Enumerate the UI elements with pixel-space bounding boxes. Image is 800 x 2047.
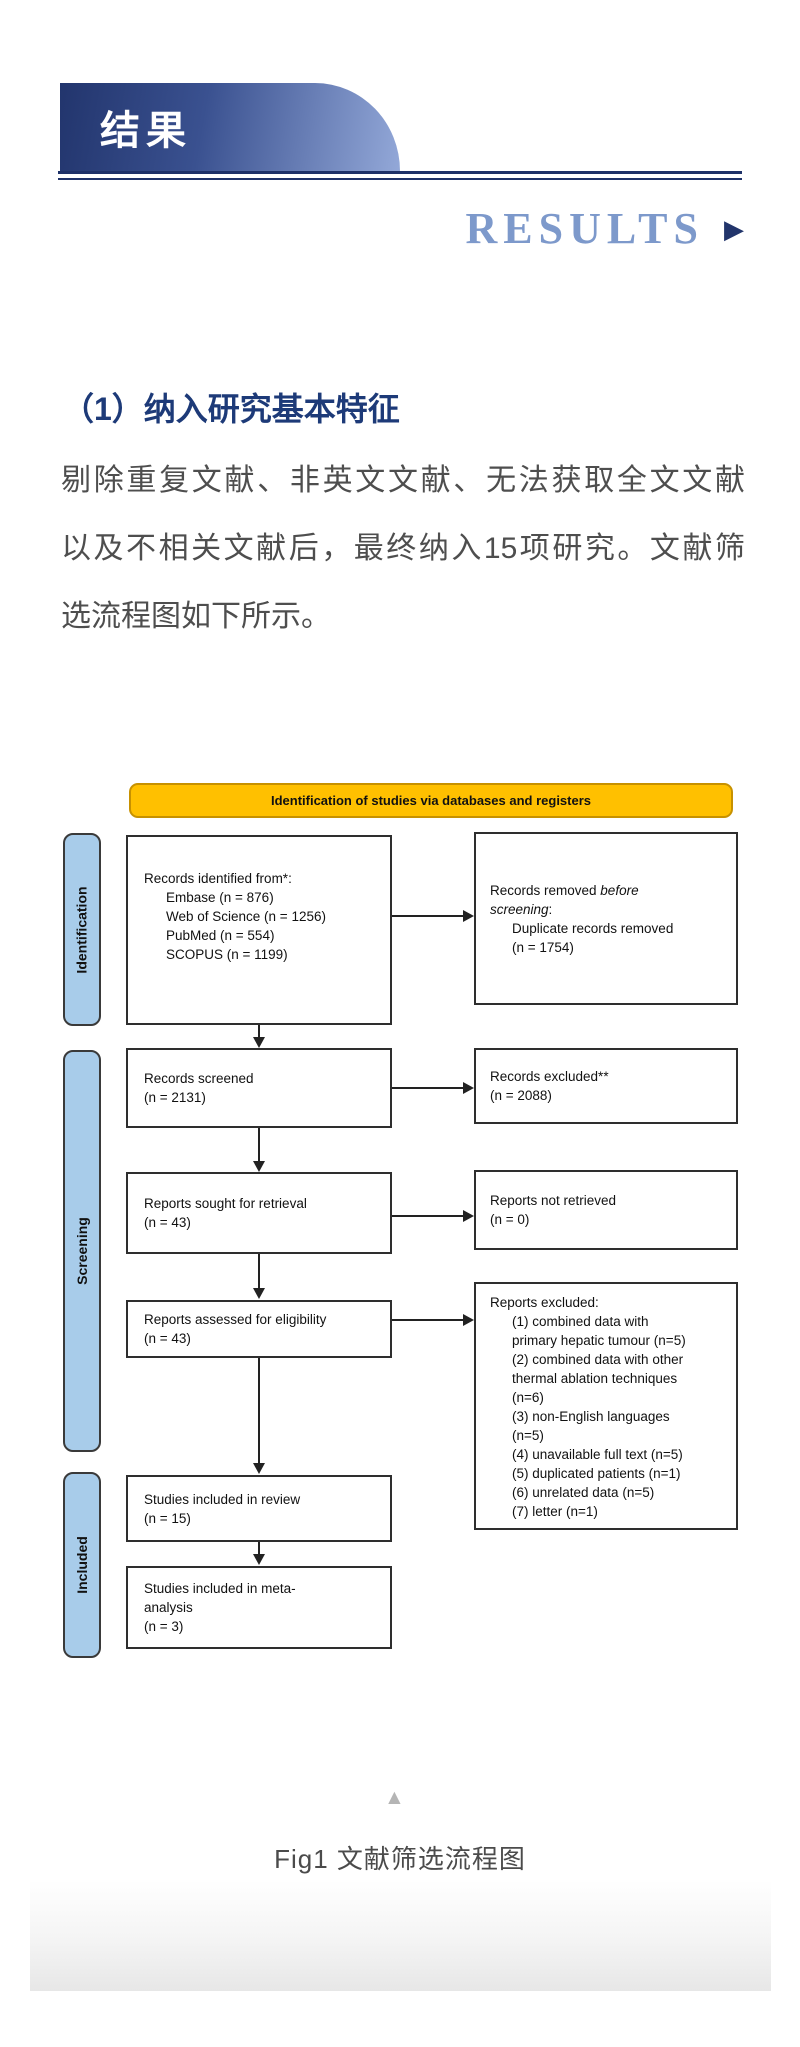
box-records-identified: Records identified from*: Embase (n = 87… (126, 835, 392, 1025)
arrow-identified-to-removed (392, 915, 463, 917)
arrowhead-icon (463, 1314, 474, 1326)
arrowhead-icon (253, 1463, 265, 1474)
arrow-review-to-meta (258, 1542, 260, 1555)
box-included-review: Studies included in review (n = 15) (126, 1475, 392, 1542)
box-reports-excluded: Reports excluded: (1) combined data with… (474, 1282, 738, 1530)
box-line: Studies included in review (144, 1491, 301, 1507)
box-line: Records excluded** (490, 1069, 609, 1084)
arrowhead-icon (463, 910, 474, 922)
paragraph-line: 选流程图如下所示。 (61, 600, 331, 633)
box-line: (n = 2088) (490, 1088, 552, 1103)
box-line: Records identified from*: (144, 871, 292, 886)
paragraph-line: 以及不相关文献后，最终纳入15项研究。文献筛 (61, 532, 745, 565)
box-line: (3) non-English languages (512, 1409, 670, 1424)
arrowhead-icon (463, 1210, 474, 1222)
box-line: Duplicate records removed (512, 920, 674, 936)
section-badge: 结果 (60, 83, 400, 171)
box-line: (4) unavailable full text (n=5) (512, 1447, 683, 1462)
box-records-excluded: Records excluded** (n = 2088) (474, 1048, 738, 1124)
box-records-removed: Records removed before screening: Duplic… (474, 832, 738, 1005)
stage-screening-label: Screening (74, 1217, 91, 1285)
box-line: (n = 0) (490, 1212, 530, 1227)
box-reports-assessed: Reports assessed for eligibility (n = 43… (126, 1300, 392, 1358)
box-line: (n = 15) (144, 1510, 191, 1526)
results-title-row: RESULTS ▶ (0, 203, 745, 254)
box-line: (7) letter (n=1) (512, 1504, 598, 1519)
box-line: (n = 2131) (144, 1090, 206, 1105)
section-divider-gradient (30, 1880, 771, 1991)
box-line: Records screened (144, 1071, 254, 1086)
arrow-assessed-to-excluded (392, 1319, 463, 1321)
box-line: thermal ablation techniques (512, 1371, 678, 1386)
box-line: Studies included in meta- (144, 1581, 296, 1596)
box-line: (n = 1754) (512, 939, 574, 955)
arrow-identified-to-screened (258, 1025, 260, 1038)
flowchart-banner: Identification of studies via databases … (129, 783, 733, 818)
stage-identification: Identification (63, 833, 101, 1026)
box-line: (n = 43) (144, 1331, 191, 1346)
box-line: (5) duplicated patients (n=1) (512, 1466, 681, 1481)
box-line: (n = 3) (144, 1619, 184, 1634)
stage-identification-label: Identification (74, 885, 90, 974)
arrow-screened-to-excluded (392, 1087, 463, 1089)
box-line: Reports excluded: (490, 1295, 599, 1310)
box-line: (n=5) (512, 1428, 544, 1443)
stage-screening: Screening (63, 1050, 101, 1452)
section-badge-label: 结果 (100, 107, 192, 154)
box-line: Embase (n = 876) (166, 890, 274, 905)
arrowhead-icon (463, 1082, 474, 1094)
box-reports-sought: Reports sought for retrieval (n = 43) (126, 1172, 392, 1254)
box-records-screened: Records screened (n = 2131) (126, 1048, 392, 1128)
box-line: Web of Science (n = 1256) (166, 909, 326, 924)
box-reports-not-retrieved: Reports not retrieved (n = 0) (474, 1170, 738, 1250)
box-line: analysis (144, 1600, 193, 1615)
paragraph-line: 剔除重复文献、非英文文献、无法获取全文文献 (61, 464, 745, 497)
arrow-assessed-to-review (258, 1358, 260, 1464)
box-line: primary hepatic tumour (n=5) (512, 1333, 686, 1348)
box-line: Reports assessed for eligibility (144, 1312, 327, 1327)
collapse-triangle-icon: ▲ (384, 1786, 405, 1809)
header-rule-bottom (58, 178, 742, 180)
box-line: PubMed (n = 554) (166, 928, 275, 943)
arrow-sought-to-notretrieved (392, 1215, 463, 1217)
arrowhead-icon (253, 1161, 265, 1172)
header-rule-top (58, 171, 742, 174)
box-line: Records removed before (490, 882, 639, 898)
box-line: Reports sought for retrieval (144, 1196, 307, 1211)
play-triangle-icon: ▶ (724, 213, 744, 244)
body-paragraph: 剔除重复文献、非英文文献、无法获取全文文献 以及不相关文献后，最终纳入15项研究… (61, 447, 745, 651)
stage-included-label: Included (74, 1536, 90, 1594)
arrowhead-icon (253, 1554, 265, 1565)
box-included-meta: Studies included in meta- analysis (n = … (126, 1566, 392, 1649)
box-line: (2) combined data with other (512, 1352, 684, 1367)
box-line: screening: (490, 901, 553, 917)
arrowhead-icon (253, 1288, 265, 1299)
arrowhead-icon (253, 1037, 265, 1048)
figure-caption: Fig1 文献筛选流程图 (274, 1844, 526, 1874)
box-line: (n = 43) (144, 1215, 191, 1230)
arrow-sought-to-assessed (258, 1254, 260, 1289)
box-line: SCOPUS (n = 1199) (166, 947, 288, 962)
box-line: (6) unrelated data (n=5) (512, 1485, 655, 1500)
stage-included: Included (63, 1472, 101, 1658)
box-line: (n=6) (512, 1390, 544, 1405)
box-line: (1) combined data with (512, 1314, 649, 1329)
box-line: Reports not retrieved (490, 1193, 617, 1208)
results-title: RESULTS (465, 204, 704, 253)
arrow-screened-to-sought (258, 1128, 260, 1162)
section-heading: （1）纳入研究基本特征 (62, 391, 400, 427)
